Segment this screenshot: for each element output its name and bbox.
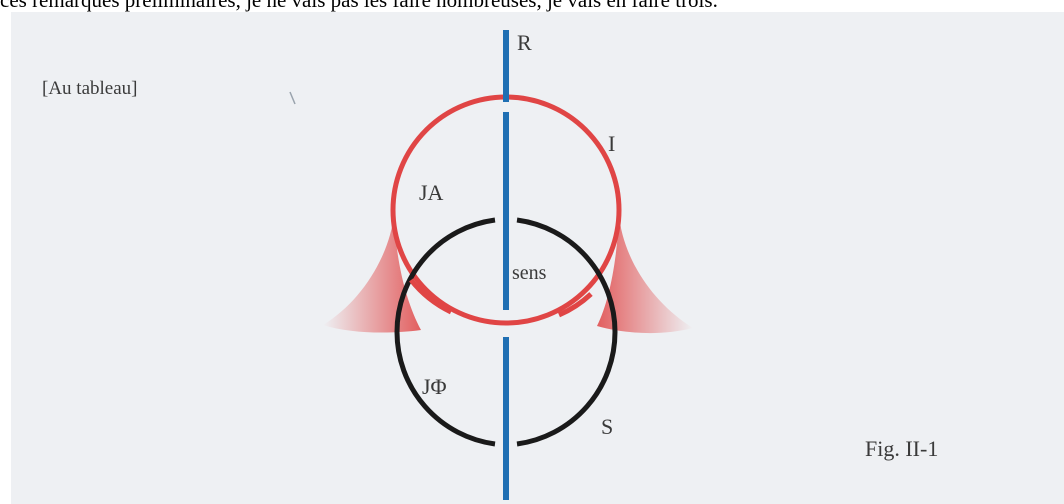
symbolic-ring-left-arc <box>394 217 496 447</box>
label-sens: sens <box>512 262 547 284</box>
label-imaginary: I <box>608 131 616 156</box>
label-ja: JA <box>419 180 444 205</box>
figure-caption: Fig. II-1 <box>865 436 939 461</box>
body-text-line: ces remarques préliminaires, je ne vais … <box>0 0 718 12</box>
symbolic-ring-right-arc <box>516 217 618 447</box>
figure-scan: [Au tableau] R I JA sens JΦ S Fig. II-1 <box>11 12 1064 504</box>
label-jphi: JΦ <box>422 374 447 399</box>
scan-speck <box>289 91 296 105</box>
label-symbolic: S <box>601 414 614 439</box>
jouissance-shading-right <box>597 215 693 334</box>
imaginary-ring-over-segment-right <box>557 292 593 318</box>
label-real: R <box>517 30 532 55</box>
borromean-diagram <box>289 30 693 500</box>
board-note: [Au tableau] <box>42 78 138 99</box>
imaginary-ring-over-segment <box>409 278 453 315</box>
jouissance-shading-left <box>323 215 421 333</box>
